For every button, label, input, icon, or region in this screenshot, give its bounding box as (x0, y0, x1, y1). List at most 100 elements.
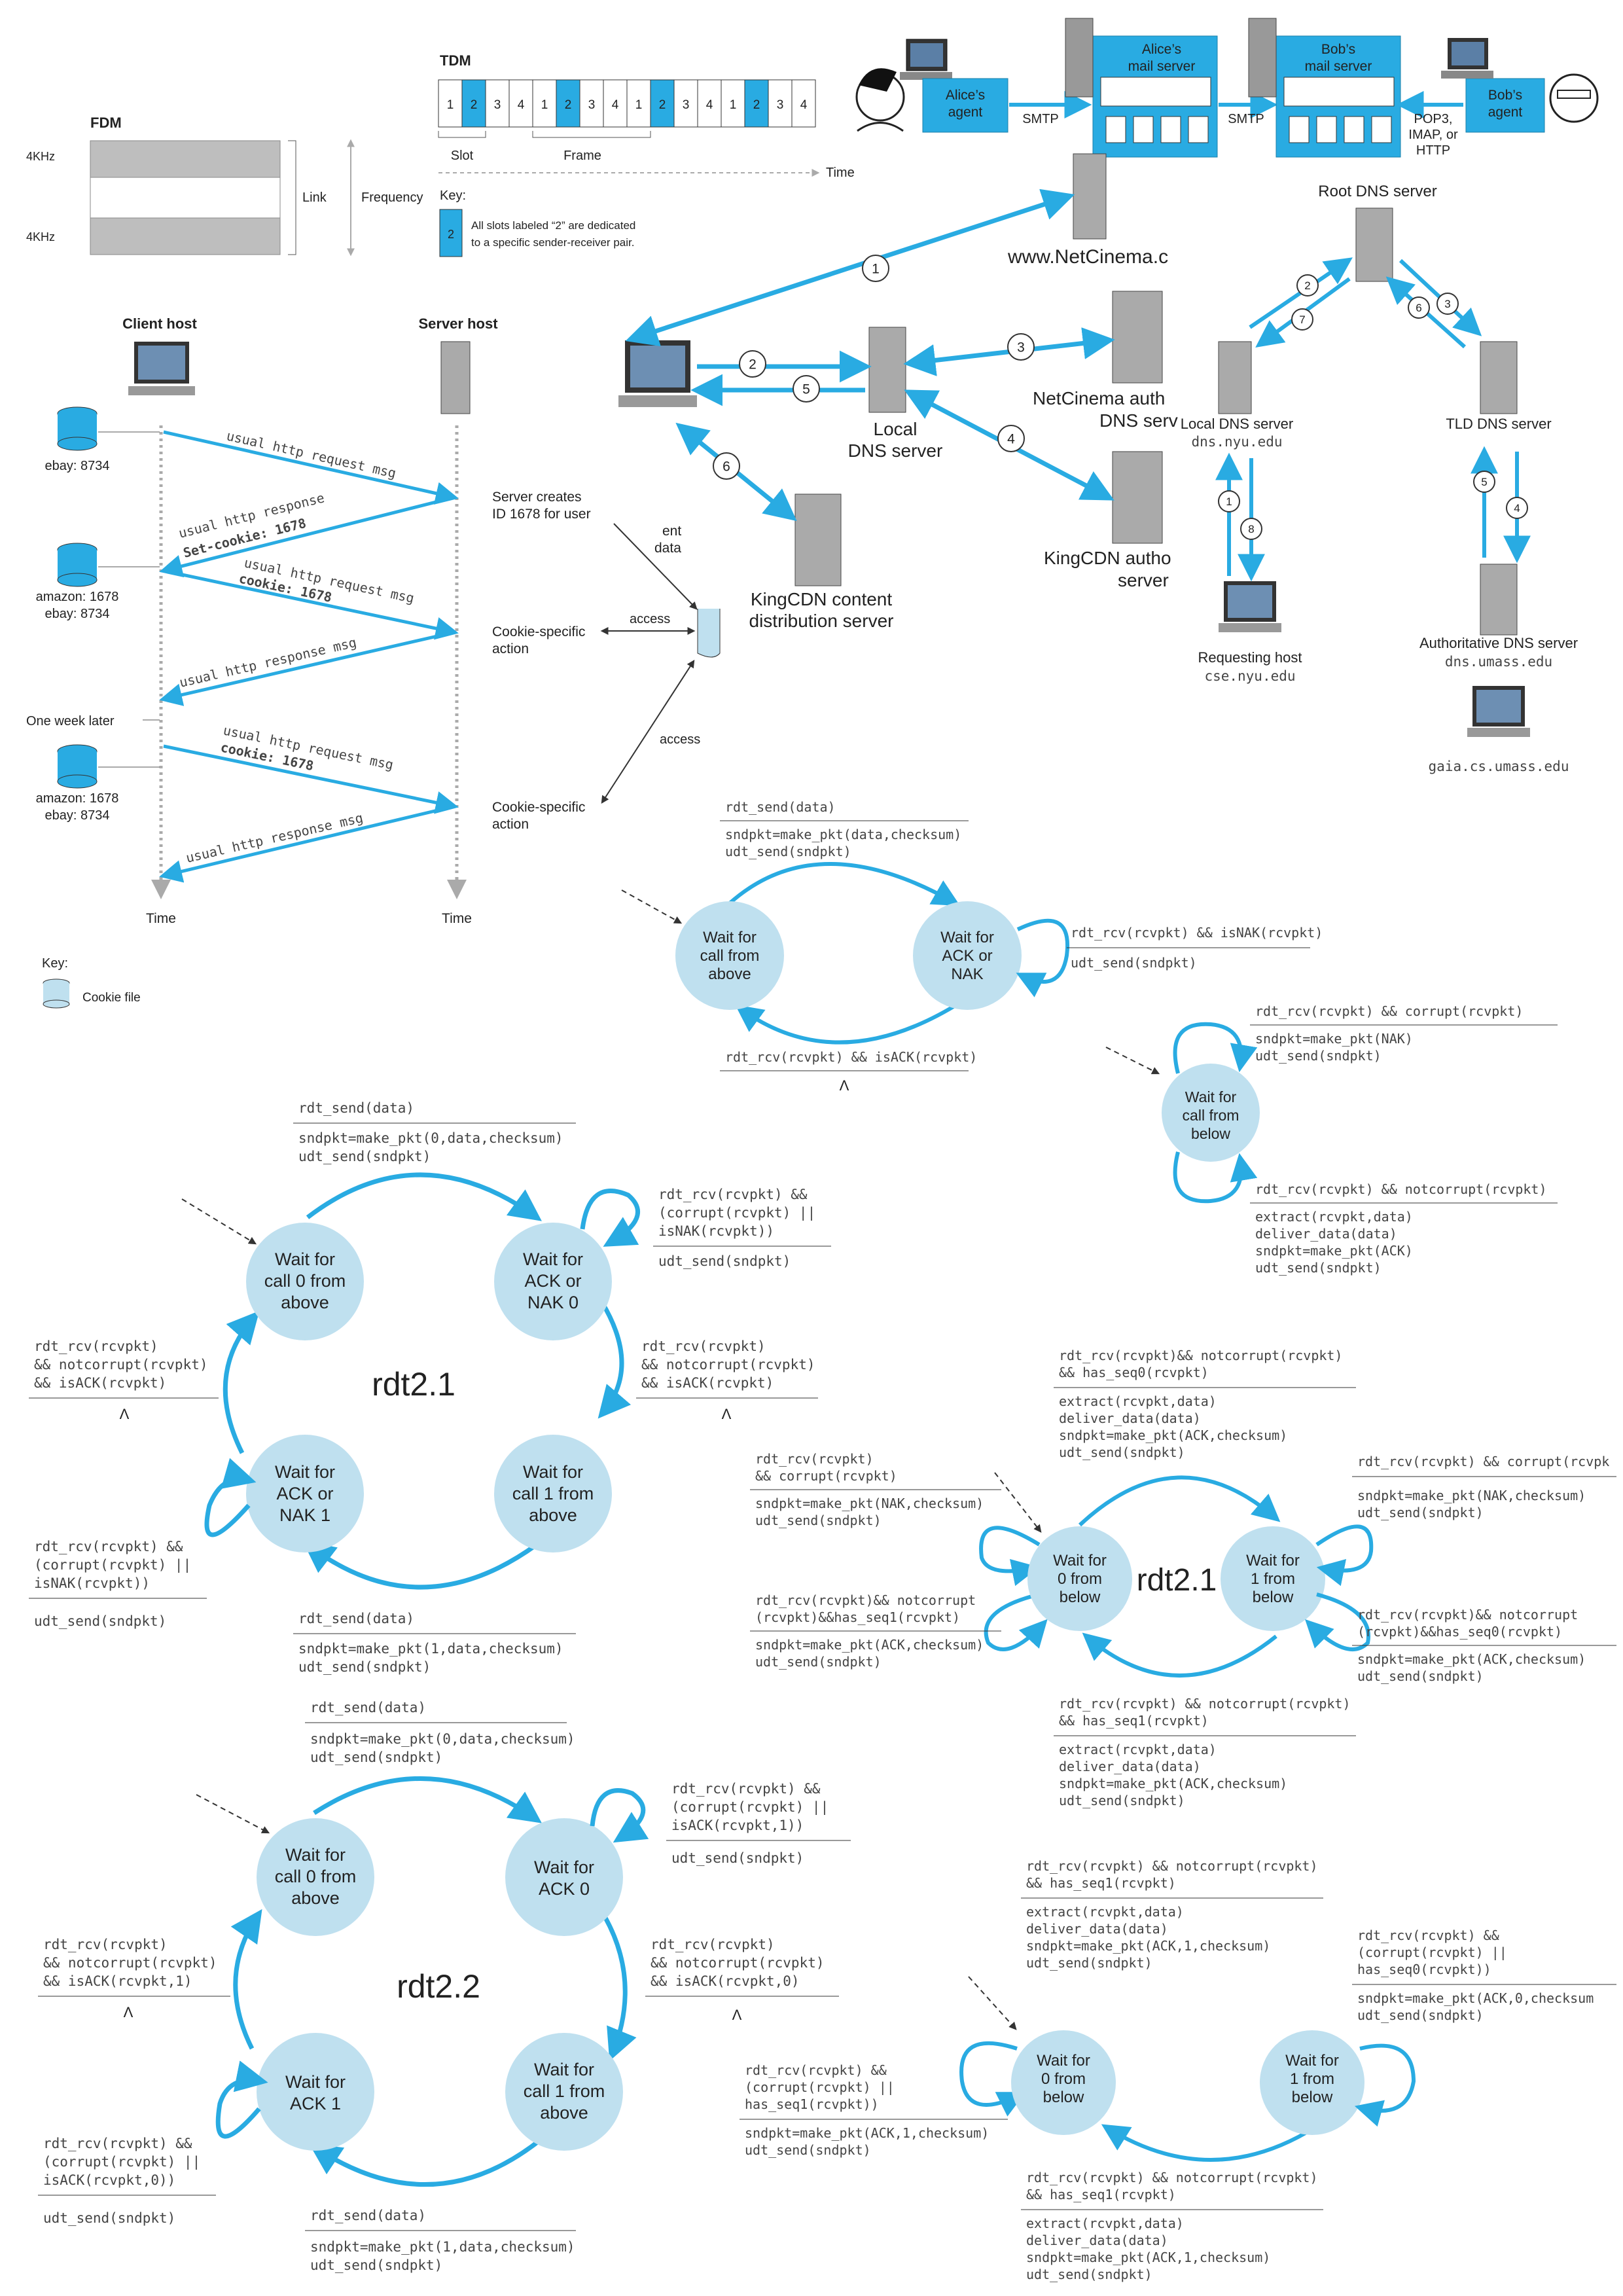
cookie-file-key-icon (43, 978, 70, 1009)
slot-bracket (438, 131, 486, 138)
rdt22r-top-action-1: extract(rcvpkt,data) (1026, 1904, 1184, 1920)
cdn-arrow-1 (625, 188, 1075, 347)
rdt22s-arc-right (603, 1916, 637, 2062)
rdt20s-bottom-event: rdt_rcv(rcvpkt) && isACK(rcvpkt) (725, 1049, 977, 1065)
rdt22s-left-3: && isACK(rcvpkt,1) (43, 1973, 192, 1989)
rdt22s-right-action: Λ (732, 2007, 742, 2023)
rdt21r-r2-action-2: udt_send(sndpkt) (1357, 1668, 1484, 1684)
entry-arrow (613, 523, 698, 610)
alice-person-icon (855, 68, 905, 132)
tdm-slot (650, 79, 675, 128)
rdt20s-s2-l2: ACK or (942, 947, 992, 965)
rdt22s-s3-l2: call 1 from (524, 2081, 605, 2101)
fdm-title: FDM (90, 115, 122, 131)
access-label-2: access (660, 732, 700, 747)
rdt21r-bottom-event-2: && has_seq1(rcvpkt) (1059, 1713, 1209, 1729)
root-dns-label: Root DNS server (1318, 183, 1436, 200)
dns-step-badge (1436, 293, 1459, 315)
rdt21r-arc-bottom (1082, 1632, 1277, 1677)
rdt21s-arc-top (306, 1172, 542, 1221)
tdm-key-value: 2 (448, 228, 454, 241)
cdn-step-badge (862, 255, 889, 282)
rdt21r-r2-action-1: sndpkt=make_pkt(ACK,checksum) (1357, 1651, 1586, 1667)
rdt21-sender: rdt_send(data) sndpkt=make_pkt(0,data,ch… (29, 1100, 831, 1675)
rdt22s-left-2: && notcorrupt(rcvpkt) (43, 1955, 217, 1971)
smtp-label-2: SMTP (1228, 112, 1264, 126)
rdt22s-bottom-action-2: udt_send(sndpkt) (310, 2257, 442, 2273)
client-host-icon (128, 342, 195, 395)
rdt21r-l2-action-2: udt_send(sndpkt) (755, 1654, 882, 1670)
ebay-3: ebay: 8734 (45, 808, 110, 823)
rdt21s-self-loop-tr (580, 1189, 641, 1247)
rdt20r-bottom-action-2: deliver_data(data) (1255, 1226, 1397, 1242)
tdm-key-swatch (439, 209, 463, 257)
rdt21s-bottom-action-1: sndpkt=make_pkt(1,data,checksum) (298, 1641, 563, 1657)
rdt21r-bottom-action-1: extract(rcvpkt,data) (1059, 1742, 1217, 1757)
rdt21s-s3-l3: above (529, 1505, 577, 1525)
bob-mailbox-4 (1371, 116, 1392, 143)
rdt21s-initial-arrow (181, 1198, 257, 1245)
dns-step-badge (1240, 518, 1262, 540)
bob-server-l2: mail server (1305, 59, 1372, 74)
rdt21r-s2-l3: below (1253, 1588, 1294, 1606)
rdt22r-bottom-event-2: && has_seq1(rcvpkt) (1026, 2187, 1176, 2202)
rdt22s-bl-2: (corrupt(rcvpkt) || (43, 2154, 200, 2170)
smtp-label-1: SMTP (1022, 112, 1059, 126)
dns-step-badge-label: 3 (1444, 298, 1450, 310)
rdt22s-top-action-1: sndpkt=make_pkt(0,data,checksum) (310, 1731, 575, 1747)
netcinema-auth-l1: NetCinema auth (1033, 388, 1165, 408)
rdt22s-s1-l1: Wait for (285, 1845, 346, 1865)
alice-agent-l1: Alice’s (946, 88, 985, 103)
cdn-step-badge (739, 350, 766, 378)
rdt20s-bottom-action: Λ (840, 1077, 849, 1094)
rdt22s-bl-1: rdt_rcv(rcvpkt) && (43, 2136, 192, 2151)
dns-step-badge (1291, 308, 1313, 331)
rdt22r-initial-arrow (968, 1976, 1017, 2030)
cookie-file-icon-3 (57, 744, 98, 789)
client-time-label: Time (146, 911, 176, 926)
rdt22r-bottom-event-1: rdt_rcv(rcvpkt) && notcorrupt(rcvpkt) (1026, 2170, 1318, 2185)
rdt22s-tr-2: (corrupt(rcvpkt) || (671, 1799, 829, 1816)
cdn-step-badge-label: 2 (749, 357, 757, 372)
rdt22r-r-event-2: (corrupt(rcvpkt) || (1357, 1945, 1507, 1960)
tdm-slot-label: 4 (800, 98, 808, 112)
rdt21r-s2-l1: Wait for (1246, 1552, 1300, 1570)
dns-auth-host: dns.umass.edu (1445, 654, 1552, 670)
rdt21r-top-event-2: && has_seq0(rcvpkt) (1059, 1365, 1209, 1380)
alice-server-tower-icon (1065, 18, 1094, 98)
rdt21r-top-action-2: deliver_data(data) (1059, 1410, 1201, 1426)
rdt22s-s2-l1: Wait for (534, 1857, 594, 1877)
rdt21s-s2-l2: ACK or (524, 1271, 581, 1291)
tdm-slot-label: 3 (588, 98, 596, 112)
rdt20r-bottom-action-3: sndpkt=make_pkt(ACK) (1255, 1243, 1413, 1259)
tdm-slot (461, 79, 486, 128)
kingcdn-content-server-icon (794, 493, 842, 586)
kingcdn-auth-l2: server (1118, 570, 1169, 590)
rdt22r-bottom-action-2: deliver_data(data) (1026, 2233, 1168, 2248)
pop-l2: IMAP, or (1408, 128, 1458, 142)
rdt21s-left-action: Λ (120, 1406, 130, 1422)
cookie-key-text: Cookie file (82, 991, 141, 1005)
tdm-slot (508, 79, 533, 128)
alice-mailbox-4 (1188, 116, 1209, 143)
rdt22r-bottom-action-4: udt_send(sndpkt) (1026, 2267, 1152, 2282)
netcinema-server-icon (1073, 153, 1107, 240)
cdn-step-badge-label: 4 (1007, 432, 1015, 447)
rdt22s-bl-action: udt_send(sndpkt) (43, 2210, 175, 2226)
rdt22s-s1-l3: above (291, 1888, 340, 1908)
cookie-msg-arrow-4 (159, 630, 455, 706)
cdn-step-badge-label: 6 (722, 459, 730, 475)
cookie-msg-arrow-1 (163, 430, 459, 505)
ebay-2: ebay: 8734 (45, 607, 110, 621)
tdm-slot-label: 1 (541, 98, 548, 112)
tld-dns-server-icon (1480, 341, 1518, 414)
rdt22s-bottom-action-1: sndpkt=make_pkt(1,data,checksum) (310, 2239, 575, 2255)
alice-mail-queue (1100, 77, 1211, 107)
rdt22s-tr-action: udt_send(sndpkt) (671, 1850, 804, 1866)
frame-bracket (532, 131, 651, 138)
tdm-key-text-1: All slots labeled “2” are dedicated (471, 219, 635, 232)
dns-auth-label: Authoritative DNS server (1419, 635, 1578, 651)
rdt21r-r2-event-2: (rcvpkt)&&has_seq0(rcvpkt) (1357, 1624, 1562, 1640)
